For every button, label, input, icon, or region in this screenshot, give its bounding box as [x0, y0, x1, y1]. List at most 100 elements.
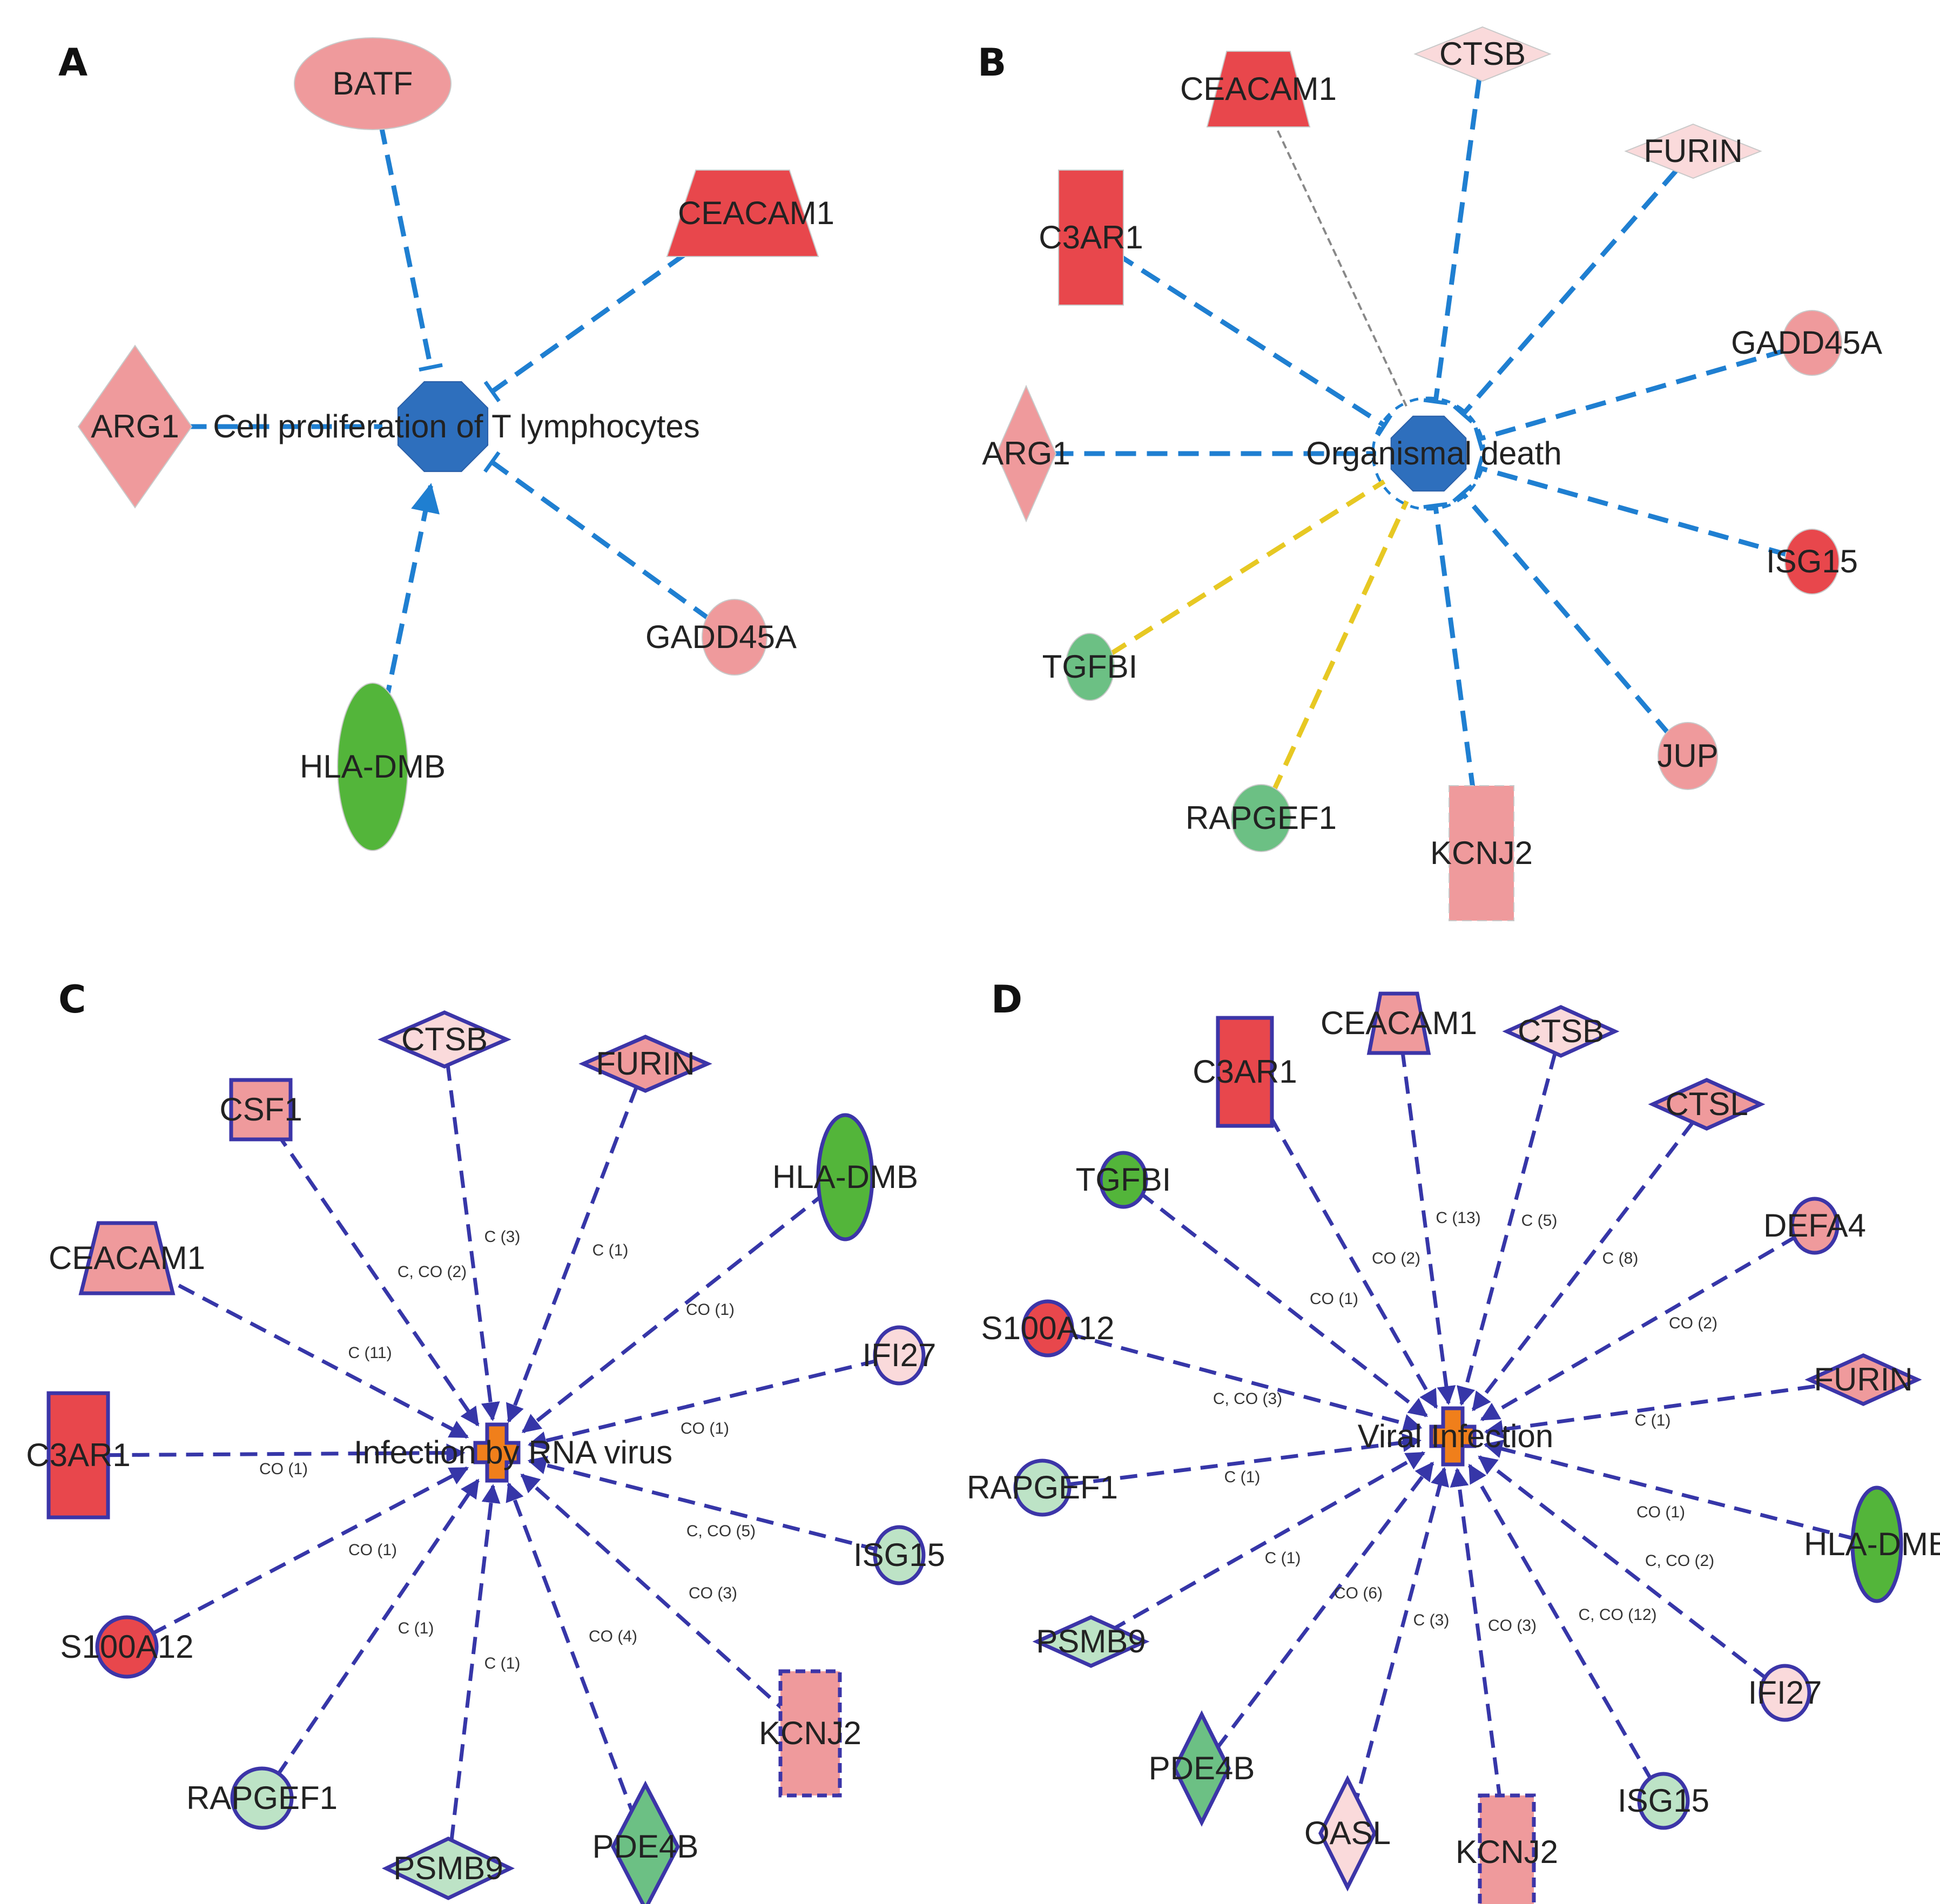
panel-d-node-shape-s100a12 [1021, 1299, 1074, 1358]
panel-d-node-label-defa4: DEFA4 [1763, 1207, 1866, 1244]
panel-b-node-shape-ctsb [1413, 26, 1552, 82]
panel-d-node-label-isg15: ISG15 [1618, 1783, 1709, 1819]
panel-c-node-shape-psmb9 [381, 1837, 515, 1900]
panel-b-inhibit-bar-kcnj2 [1423, 502, 1447, 509]
panel-d-node-psmb9: PSMB9 [1032, 1615, 1150, 1668]
panel-d-edge-label-pde4b: CO (6) [1334, 1584, 1383, 1602]
panel-c-node-shape-isg15 [873, 1525, 926, 1585]
panel-a-node-label-hla-dmb: HLA-DMB [300, 748, 446, 785]
panel-c-edge-pde4b [506, 1482, 637, 1820]
panel-a-edge-gadd45a [490, 460, 712, 623]
panel-d-node-shape-ctsl [1648, 1078, 1766, 1131]
panel-c-edge-label-rapgef1: C (1) [398, 1619, 434, 1637]
panel-c-node-kcnj2: KCNJ2 [759, 1669, 861, 1798]
panel-c-node-shape-hla-dmb [816, 1113, 874, 1241]
panel-b-node-ceacam1: CEACAM1 [1180, 51, 1337, 127]
panel-c-node-shape-ctsb [378, 1010, 511, 1069]
panel-d-node-shape-tgfbi [1099, 1151, 1148, 1209]
panel-d-hub: Viral Infection [1358, 1406, 1553, 1467]
panel-d-node-defa4: DEFA4 [1763, 1197, 1866, 1255]
panel-c-node-pde4b: PDE4B [592, 1780, 698, 1904]
panel-c-node-isg15: ISG15 [853, 1525, 945, 1585]
panel-b-hub: Organismal death [1306, 415, 1562, 492]
panel-d-edge-c3ar1 [1255, 1092, 1438, 1409]
panel-c-hub-label: Infection by RNA virus [354, 1434, 672, 1470]
panel-c-node-shape-ifi27 [873, 1325, 926, 1386]
panel-b-node-label-isg15: ISG15 [1766, 543, 1858, 579]
panel-d-node-shape-defa4 [1790, 1197, 1840, 1255]
panel-d-edges: CO (2)C (13)C (5)C (8)CO (1)CO (2)C, CO … [1066, 1049, 1856, 1828]
panel-c-edge-label-ceacam1: C (11) [348, 1344, 392, 1362]
panel-d-edge-label-psmb9: C (1) [1265, 1549, 1301, 1567]
panel-c-edge-label-pde4b: CO (4) [589, 1628, 637, 1645]
panel-b-hub-label: Organismal death [1306, 435, 1562, 471]
panel-d-node-label-rapgef1: RAPGEF1 [967, 1469, 1118, 1505]
panel-d-edge-label-isg15: C, CO (12) [1578, 1606, 1656, 1624]
panel-label-c: C [58, 977, 86, 1022]
panel-a-inhibit-bar-ceacam1 [483, 381, 501, 403]
panel-a-node-shape-ceacam1 [666, 170, 819, 257]
panel-d-node-label-s100a12: S100A12 [981, 1310, 1115, 1346]
panel-d-edge-label-hla-dmb: CO (1) [1636, 1503, 1685, 1521]
panel-b-edges [1053, 77, 1789, 825]
panel-d-node-shape-isg15 [1637, 1772, 1690, 1830]
panel-d-edge-s100a12 [1068, 1332, 1423, 1433]
panel-c-node-label-s100a12: S100A12 [60, 1629, 194, 1665]
panel-b-inhibit-bar-furin [1452, 404, 1473, 424]
panel-b-node-label-ctsb: CTSB [1439, 36, 1526, 72]
panel-a-edges [186, 123, 712, 737]
panel-b-node-label-ceacam1: CEACAM1 [1180, 71, 1337, 107]
panel-d-node-ctsl: CTSL [1648, 1078, 1766, 1131]
panel-b-node-label-arg1: ARG1 [982, 435, 1070, 471]
panel-b-node-shape-gadd45a [1782, 310, 1842, 376]
panel-d-node-tgfbi: TGFBI [1076, 1151, 1171, 1209]
panel-b-hub-ring [1371, 396, 1486, 511]
panel-a-node-label-batf: BATF [333, 65, 413, 102]
panel-b-edge-kcnj2 [1433, 505, 1480, 825]
panel-d-node-shape-hla-dmb [1850, 1486, 1903, 1603]
panel-d-edge-label-c3ar1: CO (2) [1372, 1250, 1420, 1267]
panel-a-inhibit-bar-gadd45a [483, 451, 501, 473]
panel-b-node-label-rapgef1: RAPGEF1 [1185, 800, 1337, 836]
panel-d-node-ifi27: IFI27 [1748, 1664, 1822, 1722]
panel-b-node-shape-c3ar1 [1058, 170, 1124, 306]
panel-c-node-shape-furin [578, 1035, 712, 1093]
panel-d-edge-label-kcnj2: CO (3) [1488, 1617, 1537, 1635]
panel-d-edge-label-rapgef1: C (1) [1224, 1468, 1261, 1486]
panel-b-node-label-gadd45a: GADD45A [1731, 325, 1882, 361]
panel-d-hub-shape [1429, 1406, 1477, 1467]
panel-d-node-rapgef1: RAPGEF1 [967, 1459, 1118, 1517]
panel-d-node-shape-rapgef1 [1013, 1459, 1072, 1517]
panel-b-node-shape-tgfbi [1065, 633, 1115, 701]
panel-a-node-arg1: ARG1 [77, 345, 193, 509]
panel-c-node-shape-csf1 [229, 1078, 293, 1142]
panel-d-edge-tgfbi [1138, 1191, 1428, 1417]
panel-c-edge-label-csf1: C, CO (2) [398, 1263, 467, 1281]
panel-b-edge-ctsb [1433, 77, 1482, 402]
panel-c-edge-label-ctsb: C (3) [484, 1228, 521, 1246]
panel-c-edge-rapgef1 [275, 1478, 480, 1778]
panel-b-node-arg1: ARG1 [982, 384, 1070, 523]
panel-d-node-kcnj2: KCNJ2 [1456, 1793, 1558, 1904]
panel-a-node-batf: BATF [294, 37, 452, 130]
panel-a-node-shape-hla-dmb [337, 683, 408, 851]
panel-d-node-label-furin: FURIN [1814, 1361, 1912, 1397]
panel-c-edge-label-furin: C (1) [592, 1241, 629, 1259]
panel-b-node-ctsb: CTSB [1413, 26, 1552, 82]
panel-d-node-label-oasl: OASL [1304, 1815, 1391, 1851]
panel-d-node-label-kcnj2: KCNJ2 [1456, 1834, 1558, 1870]
panel-d-node-label-ctsb: CTSB [1518, 1013, 1604, 1049]
panel-b-node-shape-kcnj2 [1449, 785, 1514, 921]
panel-c-edge-ctsb [446, 1063, 500, 1421]
panel-d-edge-kcnj2 [1450, 1468, 1506, 1828]
panel-a-hub-shape [397, 381, 489, 472]
panel-d-node-label-ctsl: CTSL [1665, 1086, 1748, 1122]
panel-d-edge-label-ceacam1: C (13) [1436, 1209, 1480, 1227]
panel-c-edge-label-kcnj2: CO (3) [689, 1584, 737, 1602]
panel-b-node-label-furin: FURIN [1643, 133, 1742, 169]
panel-c-edges: C (3)C (1)C, CO (2)CO (1)C (11)CO (1)CO … [105, 1063, 879, 1842]
panel-c-edge-isg15 [527, 1456, 879, 1552]
panel-d-edge-ifi27 [1478, 1455, 1769, 1681]
panel-d: D CO (2)C (13)C (5)C (8)CO (1)CO (2)C, C… [967, 977, 1940, 1904]
